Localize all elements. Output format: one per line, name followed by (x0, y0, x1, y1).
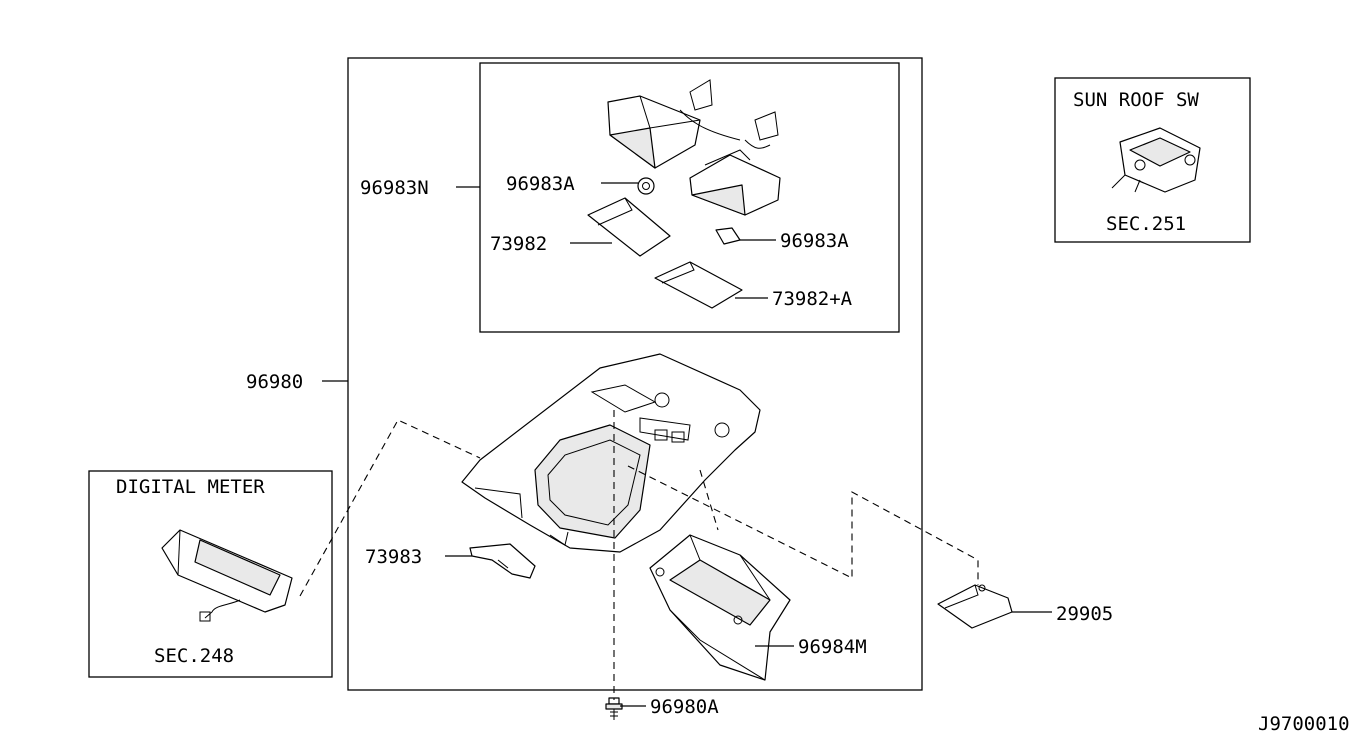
label-bulb-upper: 96983A (506, 173, 575, 195)
sunroof-switch-box (1054, 77, 1251, 243)
digital-meter-box (88, 470, 333, 678)
label-lens-right: 73982+A (772, 288, 853, 310)
bulb-lower (715, 227, 741, 245)
overhead-console (461, 353, 761, 553)
label-screw: 96980A (650, 696, 719, 718)
digital-meter-title: DIGITAL METER (116, 476, 265, 498)
console-screw (605, 697, 623, 720)
diagram-code: J9700010 (1258, 713, 1350, 735)
map-lamp-housing-right (689, 111, 781, 216)
label-bracket: 73983 (365, 546, 422, 568)
map-lamp-housing-left (607, 79, 741, 169)
sunroof-switch-unit (1111, 127, 1201, 193)
label-inner-assembly: 96983N (360, 177, 429, 199)
dash-digital-meter (299, 419, 481, 597)
sunroof-title: SUN ROOF SW (1073, 89, 1199, 111)
label-bulb-lower: 96983A (780, 230, 849, 252)
console-bracket (469, 543, 536, 579)
sunglass-holder (649, 534, 791, 681)
sunroof-section-ref: SEC.251 (1106, 213, 1186, 235)
label-holder: 96984M (798, 636, 867, 658)
label-lens-left: 73982 (490, 233, 547, 255)
digital-meter-unit (161, 529, 293, 622)
lens-right (654, 261, 743, 309)
dash-sunglass-part (627, 465, 979, 585)
main-assembly-frame (347, 57, 923, 691)
map-lamp-subframe (479, 62, 900, 333)
bulb-upper (637, 177, 655, 195)
label-sunglass-part: 29905 (1056, 603, 1113, 625)
dash-holder-axis (699, 469, 719, 531)
digital-meter-section-ref: SEC.248 (154, 645, 234, 667)
label-console: 96980 (246, 371, 303, 393)
sunglass-lid-part (937, 584, 1013, 629)
lens-left (587, 197, 671, 257)
